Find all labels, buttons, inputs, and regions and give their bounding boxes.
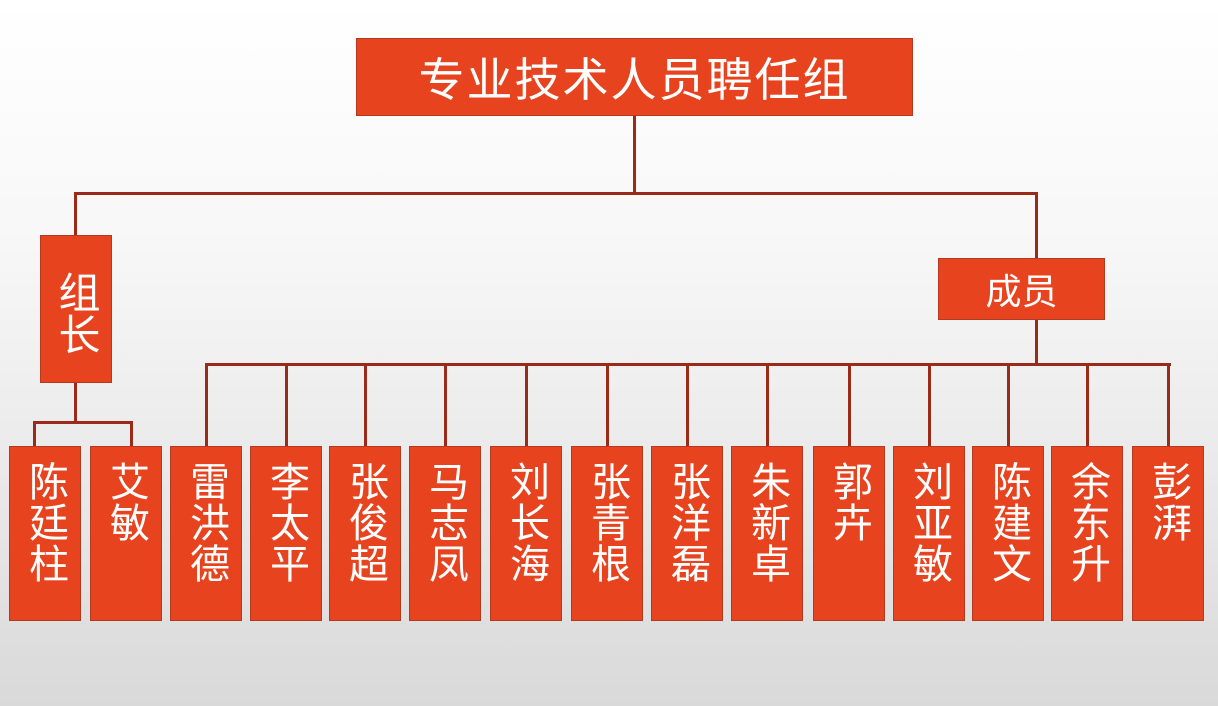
person-name: 李太平 [263,461,309,584]
person-name: 刘亚敏 [906,461,952,584]
connector-to-leader [74,192,77,235]
connector-member-drop-2 [285,363,288,446]
connector-member-drop-12 [1086,363,1089,446]
members-label: 成员 [985,272,1058,313]
connector-member-drop-6 [606,363,609,446]
member-person-13: 彭湃 [1132,446,1204,621]
person-name: 艾敏 [103,461,149,543]
leader-person-1: 陈廷柱 [9,446,81,621]
member-person-2: 李太平 [250,446,322,621]
person-name: 雷洪德 [183,461,229,584]
connector-leader-drop-1 [33,421,36,446]
person-name: 陈廷柱 [22,461,68,584]
leader-label: 组长 [52,271,101,355]
leader-box: 组长 [40,235,112,383]
person-name: 刘长海 [503,461,549,584]
connector-title-down [633,116,636,194]
members-box: 成员 [938,258,1105,320]
member-person-11: 陈建文 [972,446,1044,621]
member-person-10: 刘亚敏 [893,446,965,621]
connector-member-drop-3 [364,363,367,446]
person-name: 郭卉 [826,461,872,543]
member-person-4: 马志凤 [409,446,481,621]
person-name: 张俊超 [342,461,388,584]
member-person-8: 朱新卓 [731,446,803,621]
connector-member-drop-1 [205,363,208,446]
person-name: 陈建文 [985,461,1031,584]
member-person-12: 余东升 [1051,446,1123,621]
member-person-9: 郭卉 [813,446,885,621]
title-text: 专业技术人员聘任组 [418,53,851,107]
person-name: 彭湃 [1145,461,1191,543]
connector-member-drop-5 [525,363,528,446]
connector-member-drop-10 [928,363,931,446]
member-person-3: 张俊超 [329,446,401,621]
member-person-1: 雷洪德 [170,446,242,621]
connector-top-horizontal [74,192,1038,195]
connector-member-drop-8 [766,363,769,446]
connector-to-members [1035,192,1038,258]
connector-leader-down [74,383,77,423]
leader-person-2: 艾敏 [90,446,162,621]
connector-leader-drop-2 [130,421,133,446]
person-name: 张洋磊 [664,461,710,584]
person-name: 马志凤 [422,461,468,584]
connector-leader-horizontal [33,421,133,424]
connector-member-drop-13 [1167,363,1170,446]
connector-member-drop-7 [686,363,689,446]
member-person-7: 张洋磊 [651,446,723,621]
connector-member-drop-9 [848,363,851,446]
person-name: 朱新卓 [744,461,790,584]
person-name: 张青根 [584,461,630,584]
connector-member-drop-4 [444,363,447,446]
member-person-5: 刘长海 [490,446,562,621]
title-box: 专业技术人员聘任组 [356,38,913,116]
member-person-6: 张青根 [571,446,643,621]
connector-members-down [1035,320,1038,365]
connector-member-drop-11 [1007,363,1010,446]
person-name: 余东升 [1064,461,1110,584]
